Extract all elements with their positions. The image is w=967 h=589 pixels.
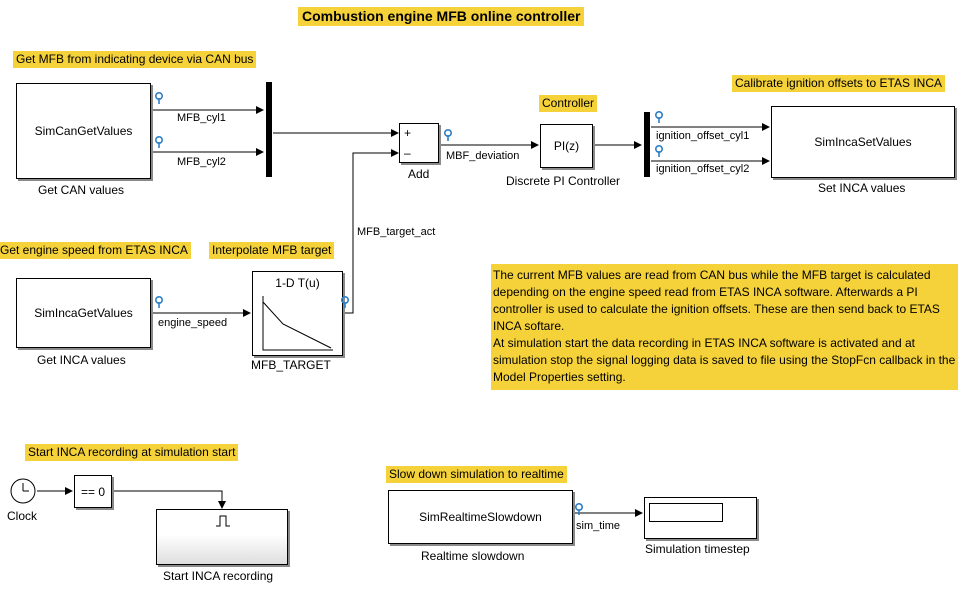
block-label-get-can-values: Get CAN values [38, 183, 125, 197]
compare-to-zero-block[interactable]: == 0 [74, 475, 112, 508]
annotation-can-bus: Get MFB from indicating device via CAN b… [13, 51, 257, 68]
test-point-icon [341, 296, 349, 308]
block-text: == 0 [80, 484, 106, 499]
block-label-discrete-pi-controller: Discrete PI Controller [506, 174, 621, 188]
block-label-realtime-slowdown: Realtime slowdown [421, 549, 525, 563]
mux-block[interactable] [266, 82, 272, 177]
block-label-add: Add [408, 167, 430, 181]
block-label-mfb-target: MFB_TARGET [251, 358, 331, 372]
annotation-start-recording: Start INCA recording at simulation start [25, 444, 239, 461]
block-text: SimRealtimeSlowdown [419, 510, 542, 524]
block-label-simulation-timestep: Simulation timestep [645, 542, 750, 556]
lookup-table-1d-block[interactable]: 1-D T(u) [252, 271, 343, 356]
annotation-calibrate: Calibrate ignition offsets to ETAS INCA [732, 75, 945, 92]
signal-label-mfb-cyl2: MFB_cyl2 [177, 156, 226, 168]
display-value-field [649, 503, 723, 522]
add-minus-port: – [404, 146, 411, 160]
test-point-icon [444, 129, 452, 141]
sim-inca-get-values-block[interactable]: SimIncaGetValues [16, 278, 151, 348]
signal-label-mfb-cyl1: MFB_cyl1 [177, 112, 226, 124]
annotation-engine-speed: Get engine speed from ETAS INCA [0, 242, 191, 259]
add-block[interactable]: + – [399, 123, 439, 163]
test-point-icon [575, 503, 583, 515]
line-compare-to-trigger[interactable] [112, 490, 226, 509]
test-point-icon [155, 136, 163, 148]
block-label-get-inca-values: Get INCA values [37, 353, 126, 367]
test-point-icon [655, 145, 663, 157]
block-label-set-inca-values: Set INCA values [818, 181, 906, 195]
trigger-pulse-icon [216, 515, 230, 527]
block-text: SimCanGetValues [34, 124, 133, 138]
annotation-description: The current MFB values are read from CAN… [491, 264, 958, 390]
block-label-start-inca-recording: Start INCA recording [163, 569, 274, 583]
annotation-slow-down: Slow down simulation to realtime [386, 466, 567, 483]
clock-icon [10, 478, 36, 504]
signal-label-mbf-deviation: MBF_deviation [446, 150, 520, 162]
signal-label-mfb-target-act: MFB_target_act [357, 226, 436, 238]
test-point-icon [155, 296, 163, 308]
sim-realtime-slowdown-block[interactable]: SimRealtimeSlowdown [388, 490, 573, 544]
test-point-icon [155, 92, 163, 104]
model-title: Combustion engine MFB online controller [298, 7, 585, 26]
line-mfb-target-act[interactable] [343, 149, 399, 314]
test-point-icon [655, 111, 663, 123]
annotation-controller: Controller [539, 95, 598, 112]
block-label-clock: Clock [7, 509, 38, 523]
block-text: 1-D T(u) [275, 276, 320, 290]
discrete-pi-controller-block[interactable]: PI(z) [540, 124, 593, 168]
lookup-curve-icon [262, 296, 333, 351]
signal-label-ignition-offset-cyl1: ignition_offset_cyl1 [656, 130, 750, 142]
signal-label-engine-speed: engine_speed [158, 317, 228, 329]
sim-inca-set-values-block[interactable]: SimIncaSetValues [771, 106, 955, 178]
display-block[interactable] [644, 497, 757, 539]
block-text: SimIncaSetValues [814, 135, 912, 149]
sim-can-get-values-block[interactable]: SimCanGetValues [16, 83, 151, 179]
block-text: SimIncaGetValues [34, 306, 133, 320]
clock-block[interactable] [10, 478, 36, 504]
annotation-interpolate: Interpolate MFB target [209, 242, 335, 259]
signal-label-sim-time: sim_time [576, 520, 621, 532]
block-text: PI(z) [553, 139, 580, 153]
demux-block[interactable] [644, 112, 650, 177]
signal-label-ignition-offset-cyl2: ignition_offset_cyl2 [656, 163, 750, 175]
add-plus-port: + [404, 126, 412, 140]
triggered-subsystem-block[interactable] [156, 509, 288, 565]
